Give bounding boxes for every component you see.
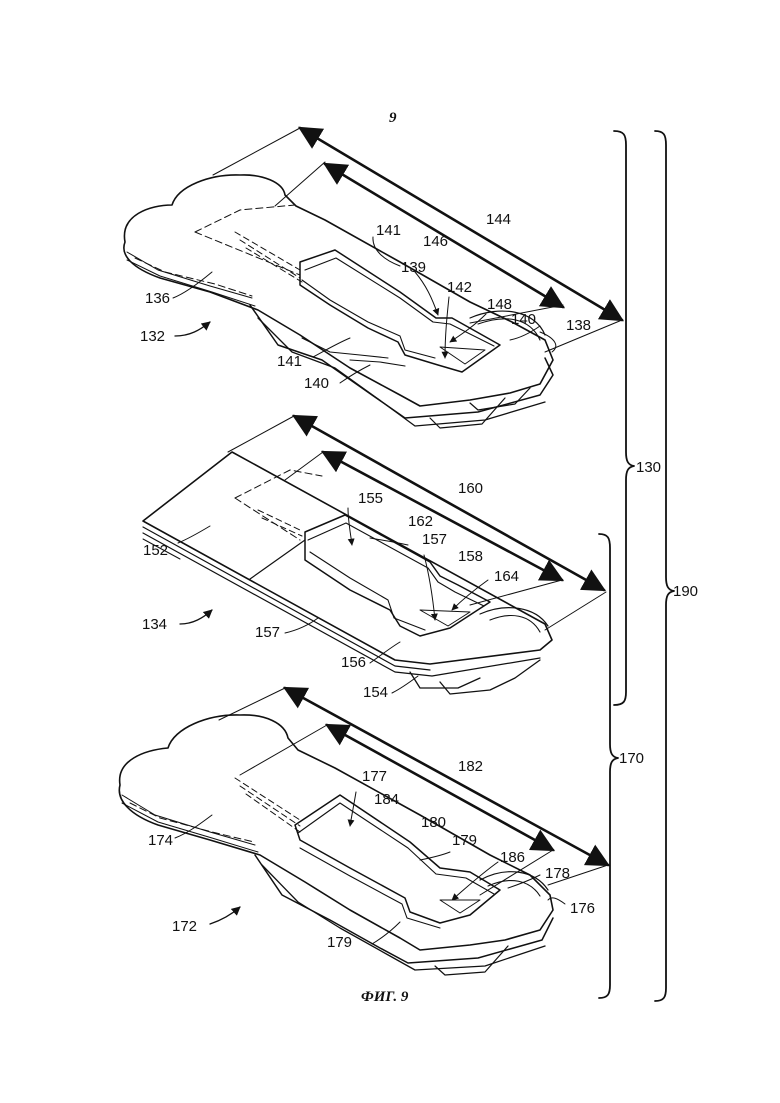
page-number: 9 (389, 111, 397, 126)
ref-141-top: 141 (376, 223, 401, 238)
ref-146: 146 (423, 234, 448, 249)
ref-136: 136 (145, 291, 170, 306)
ref-152: 152 (143, 543, 168, 558)
ref-179-bottom: 179 (327, 935, 352, 950)
assembly-134 (143, 416, 606, 694)
ref-144: 144 (486, 212, 511, 227)
ref-156: 156 (341, 655, 366, 670)
ref-190: 190 (673, 584, 698, 599)
ref-132: 132 (140, 329, 165, 344)
ref-134: 134 (142, 617, 167, 632)
ref-142: 142 (447, 280, 472, 295)
ref-164: 164 (494, 569, 519, 584)
ref-179-top: 179 (452, 833, 477, 848)
figure-caption: ФИГ. 9 (361, 990, 408, 1005)
ref-139: 139 (401, 260, 426, 275)
ref-182: 182 (458, 759, 483, 774)
ref-177: 177 (362, 769, 387, 784)
ref-140-right: 140 (511, 312, 536, 327)
ref-162: 162 (408, 514, 433, 529)
ref-160: 160 (458, 481, 483, 496)
ref-170: 170 (619, 751, 644, 766)
ref-140-bottom: 140 (304, 376, 329, 391)
assembly-132 (124, 128, 622, 428)
ref-141-bottom: 141 (277, 354, 302, 369)
ref-174: 174 (148, 833, 173, 848)
ref-178: 178 (545, 866, 570, 881)
ref-148: 148 (487, 297, 512, 312)
ref-184: 184 (374, 792, 399, 807)
ref-154: 154 (363, 685, 388, 700)
ref-155: 155 (358, 491, 383, 506)
ref-180: 180 (421, 815, 446, 830)
ref-130: 130 (636, 460, 661, 475)
ref-158: 158 (458, 549, 483, 564)
ref-176: 176 (570, 901, 595, 916)
ref-186: 186 (500, 850, 525, 865)
ref-157-top: 157 (422, 532, 447, 547)
braces (599, 131, 674, 1001)
ref-138: 138 (566, 318, 591, 333)
ref-172: 172 (172, 919, 197, 934)
ref-157-bottom: 157 (255, 625, 280, 640)
